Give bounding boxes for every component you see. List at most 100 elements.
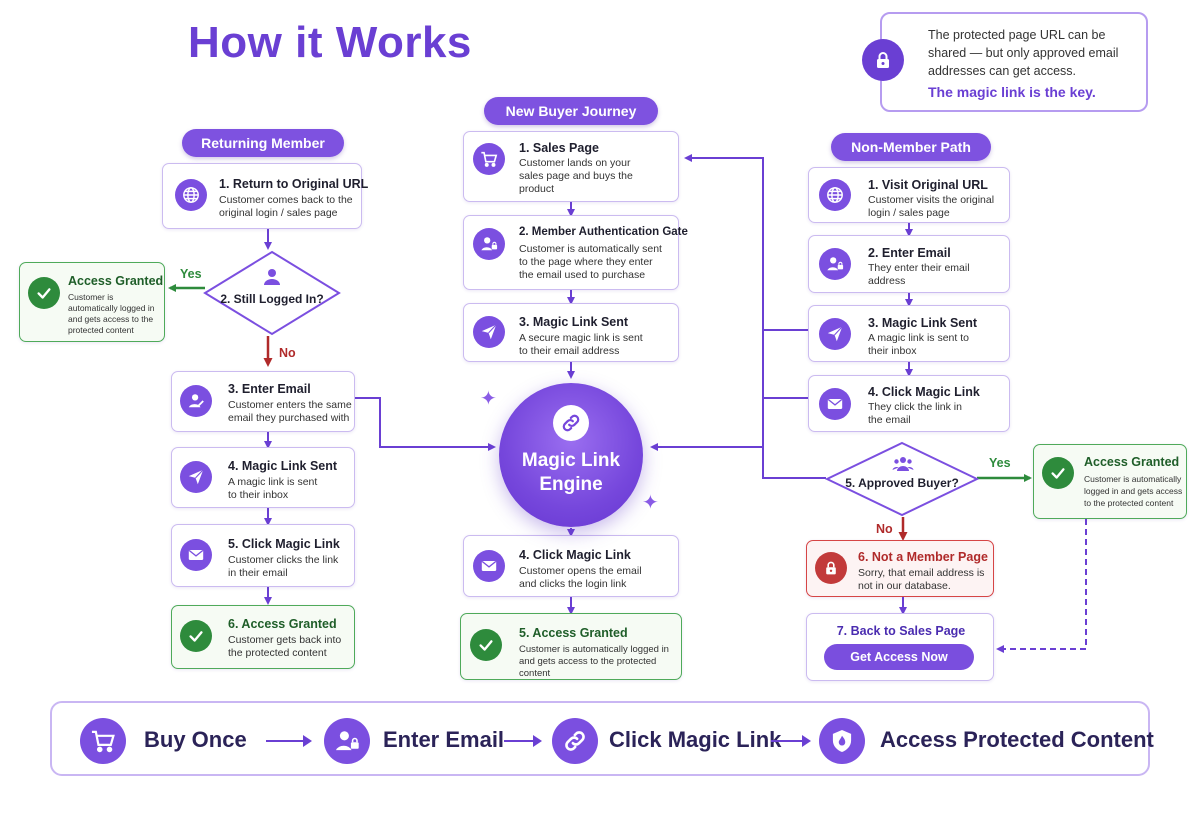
no-label: No [876, 522, 893, 536]
step-desc: Customer lands on your sales page and bu… [519, 157, 633, 195]
step-title: 7. Back to Sales Page [836, 624, 966, 638]
user-lock-icon [819, 248, 851, 280]
step-title: 3. Magic Link Sent [868, 316, 978, 330]
returning-access-granted: Access Granted Customer is automatically… [19, 262, 165, 342]
arrow-right-icon [266, 735, 312, 747]
summary-bar: Buy Once Enter Email Click Magic Link Ac… [50, 701, 1154, 776]
granted-desc: Customer is automatically logged in and … [1084, 474, 1183, 508]
step-desc: A magic link is sent to their inbox [228, 476, 318, 501]
step-desc: Customer is automatically sent to the pa… [519, 243, 662, 281]
approved-buyer-decision: 5. Approved Buyer? [825, 441, 979, 517]
check-icon [1042, 457, 1074, 489]
new-buyer-step-1: 1. Sales Page Customer lands on your sal… [463, 131, 679, 202]
step-desc: Customer enters the same email they purc… [228, 399, 352, 424]
cart-icon [80, 718, 126, 764]
shield-icon [819, 718, 865, 764]
step-title: 4. Click Magic Link [519, 548, 631, 562]
step-title: 2. Enter Email [868, 246, 951, 260]
paper-plane-icon [819, 318, 851, 350]
step-desc: Customer gets back into the protected co… [228, 634, 342, 659]
step-title: 6. Not a Member Page [858, 550, 988, 564]
link-icon [552, 718, 598, 764]
info-text: The protected page URL can be shared — b… [928, 28, 1119, 78]
arrow-right-icon [504, 735, 542, 747]
decision-label: 2. Still Logged In? [220, 292, 324, 306]
magic-link-engine: Magic Link Engine [499, 383, 643, 527]
step-desc: Customer is automatically logged in and … [519, 644, 669, 679]
non-member-step-2: 2. Enter Email They enter their email ad… [808, 235, 1010, 293]
step-title: 1. Visit Original URL [868, 178, 988, 192]
globe-icon [175, 179, 207, 211]
globe-icon [819, 179, 851, 211]
check-icon [28, 277, 60, 309]
envelope-icon [180, 539, 212, 571]
returning-step-4: 4. Magic Link Sent A magic link is sent … [171, 447, 355, 508]
step-title: 4. Magic Link Sent [228, 459, 338, 473]
summary-step-label: Click Magic Link [609, 727, 782, 752]
page-title: How it Works [188, 18, 472, 67]
granted-title: Access Granted [1084, 455, 1180, 469]
step-desc: Customer visits the original login / sal… [868, 194, 995, 219]
returning-member-header: Returning Member [182, 129, 344, 157]
link-icon [553, 405, 589, 441]
check-icon [470, 629, 502, 661]
new-buyer-header: New Buyer Journey [484, 97, 658, 125]
envelope-icon [819, 388, 851, 420]
new-buyer-step-4: 4. Click Magic Link Customer opens the e… [463, 535, 679, 597]
cart-icon [473, 143, 505, 175]
user-icon [262, 268, 282, 291]
step-title: 4. Click Magic Link [868, 385, 980, 399]
returning-step-1: 1. Return to Original URL Customer comes… [162, 163, 368, 229]
step-desc: Customer comes back to the original logi… [219, 194, 353, 219]
step-desc: Customer clicks the link in their email [228, 554, 339, 579]
granted-title: Access Granted [68, 274, 164, 288]
new-buyer-step-2: 2. Member Authentication Gate Customer i… [463, 215, 688, 290]
step-title: 1. Return to Original URL [219, 177, 369, 191]
returning-step-5: 5. Click Magic Link Customer clicks the … [171, 524, 355, 587]
summary-step-label: Access Protected Content [880, 727, 1154, 752]
new-buyer-step-5: 5. Access Granted Customer is automatica… [460, 613, 682, 680]
yes-label: Yes [180, 267, 202, 281]
returning-step-6: 6. Access Granted Customer gets back int… [171, 605, 355, 669]
non-member-step-1: 1. Visit Original URL Customer visits th… [808, 167, 1010, 223]
step-desc: They click the link in the email [868, 401, 962, 426]
info-box: The protected page URL can be shared — b… [862, 12, 1148, 112]
summary-step-label: Enter Email [383, 727, 505, 752]
step-desc: A secure magic link is sent to their ema… [519, 332, 643, 357]
non-member-access-granted: Access Granted Customer is automatically… [1033, 444, 1187, 519]
engine-line-2: Engine [539, 474, 603, 495]
lock-icon [815, 552, 847, 584]
no-label: No [279, 346, 296, 360]
step-title: 3. Magic Link Sent [519, 315, 629, 329]
step-title: 6. Access Granted [228, 617, 337, 631]
step-title: 2. Member Authentication Gate [519, 226, 688, 238]
check-icon [180, 620, 212, 652]
user-lock-icon [324, 718, 370, 764]
granted-desc: Customer is automatically logged in and … [68, 292, 155, 335]
decision-label: 5. Approved Buyer? [845, 476, 959, 490]
lock-icon [862, 39, 904, 81]
yes-label: Yes [989, 456, 1011, 470]
arrow-right-icon [771, 735, 811, 747]
new-buyer-step-3: 3. Magic Link Sent A secure magic link i… [463, 303, 679, 362]
still-logged-in-decision: 2. Still Logged In? [203, 250, 341, 336]
paper-plane-icon [180, 461, 212, 493]
envelope-icon [473, 550, 505, 582]
engine-line-1: Magic Link [521, 450, 621, 471]
info-emphasis: The magic link is the key. [928, 84, 1096, 100]
get-access-now-button[interactable]: Get Access Now [824, 644, 974, 670]
summary-step-label: Buy Once [144, 727, 247, 752]
user-edit-icon [180, 385, 212, 417]
non-member-header: Non-Member Path [831, 133, 991, 161]
non-member-step-6: 6. Not a Member Page Sorry, that email a… [806, 540, 994, 597]
user-lock-icon [473, 228, 505, 260]
non-member-step-3: 3. Magic Link Sent A magic link is sent … [808, 305, 1010, 362]
step-title: 3. Enter Email [228, 382, 311, 396]
step-desc: They enter their email address [868, 262, 970, 287]
step-desc: Customer opens the email and clicks the … [519, 565, 642, 590]
step-title: 1. Sales Page [519, 141, 599, 155]
step-desc: A magic link is sent to their inbox [868, 332, 969, 357]
sparkle-icon: ✦ [642, 492, 659, 514]
non-member-step-4: 4. Click Magic Link They click the link … [808, 375, 1010, 432]
